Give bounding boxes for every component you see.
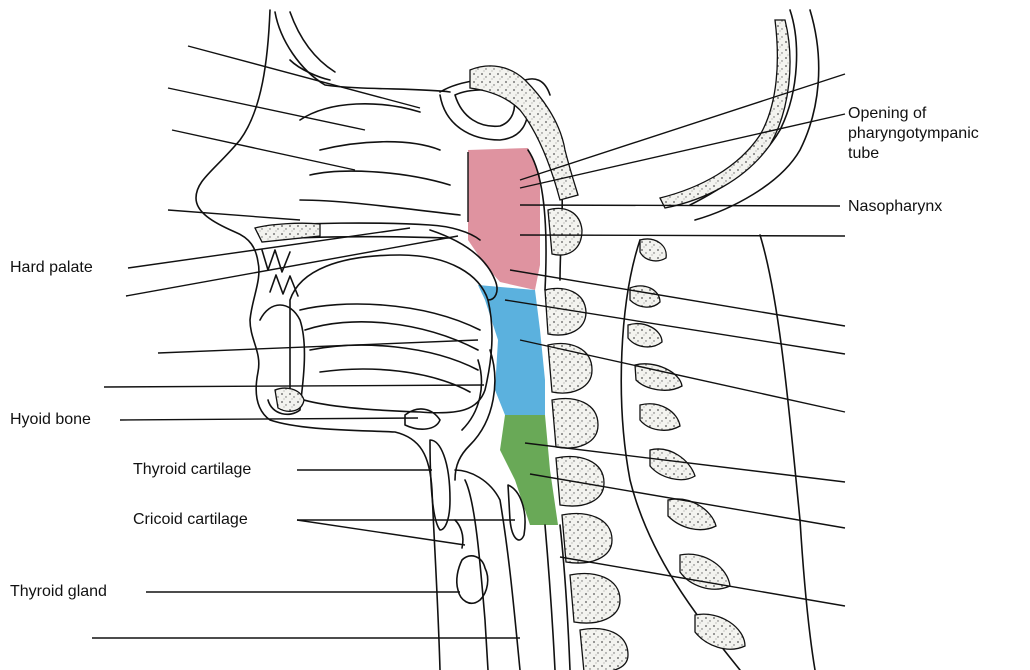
leader-lines bbox=[92, 46, 845, 638]
nasopharynx-label: Nasopharynx bbox=[848, 197, 942, 217]
thyroid-gland-outline bbox=[457, 556, 488, 603]
hard-palate-label: Hard palate bbox=[10, 258, 93, 278]
tongue-outline bbox=[290, 255, 492, 413]
hyoid-bone-label: Hyoid bone bbox=[10, 410, 91, 430]
face-profile-outline bbox=[196, 10, 440, 670]
opening-label-line1: Opening of bbox=[848, 104, 979, 124]
cricoid-cartilage-label: Cricoid cartilage bbox=[133, 510, 248, 530]
thyroid-gland-label: Thyroid gland bbox=[10, 582, 107, 602]
thyroid-cartilage-label: Thyroid cartilage bbox=[133, 460, 251, 480]
opening-label-line3: tube bbox=[848, 144, 979, 164]
nasopharynx-region bbox=[468, 148, 540, 290]
opening-label-line2: pharyngotympanic bbox=[848, 124, 979, 144]
opening-pharyngotympanic-tube-label: Opening of pharyngotympanic tube bbox=[848, 104, 979, 164]
